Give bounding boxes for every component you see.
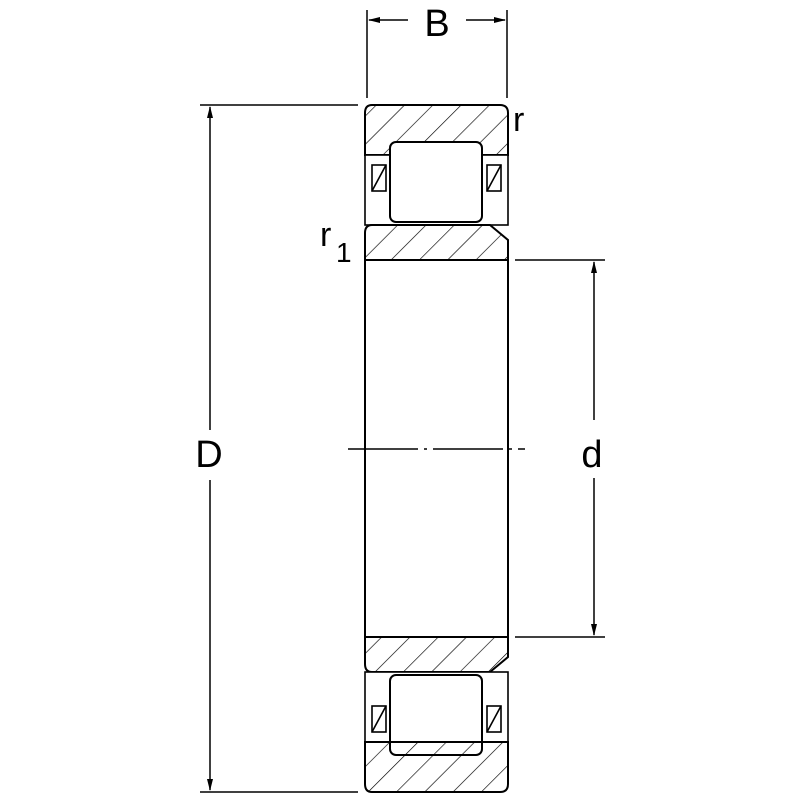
label-b: B bbox=[424, 3, 449, 45]
label-d-outer: D bbox=[195, 434, 222, 476]
label-d-bore: d bbox=[581, 434, 602, 476]
label-r: r bbox=[513, 101, 524, 139]
outer-ring-bottom bbox=[364, 741, 509, 793]
dimension-d-bore bbox=[515, 259, 605, 638]
roller-top bbox=[389, 141, 483, 223]
bottom-section bbox=[364, 636, 509, 793]
label-r1-sub: 1 bbox=[336, 237, 352, 268]
inner-ring-top bbox=[364, 224, 509, 261]
label-r1-base: r bbox=[320, 216, 331, 254]
dimension-d-outer bbox=[200, 104, 358, 793]
dimension-b bbox=[366, 10, 508, 98]
inner-ring-bottom bbox=[364, 636, 509, 673]
top-section bbox=[364, 104, 509, 261]
